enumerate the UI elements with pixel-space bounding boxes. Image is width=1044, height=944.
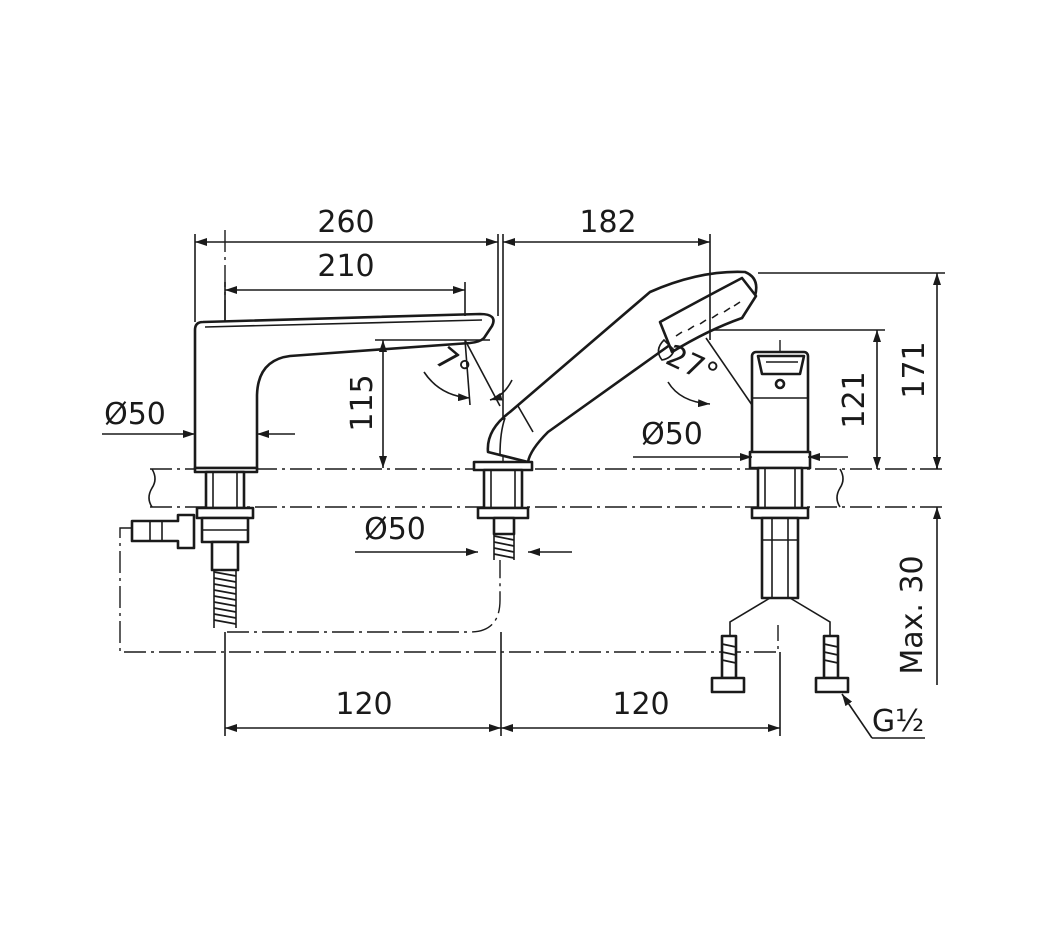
dimension-lines bbox=[102, 234, 945, 739]
label-dia-left: Ø50 bbox=[104, 397, 166, 432]
label-182: 182 bbox=[579, 205, 636, 240]
label-120-right: 120 bbox=[612, 687, 669, 722]
label-dia-middle: Ø50 bbox=[364, 512, 426, 547]
label-171: 171 bbox=[897, 341, 932, 398]
label-dia-right: Ø50 bbox=[641, 417, 703, 452]
label-210: 210 bbox=[317, 249, 374, 284]
spout bbox=[130, 312, 495, 628]
label-121: 121 bbox=[837, 371, 872, 428]
label-115: 115 bbox=[345, 374, 380, 431]
hand-shower bbox=[472, 270, 758, 560]
label-120-left: 120 bbox=[335, 687, 392, 722]
label-260: 260 bbox=[317, 205, 374, 240]
label-max-30: Max. 30 bbox=[895, 555, 930, 674]
mixer bbox=[710, 350, 850, 694]
label-thread: G½ bbox=[872, 704, 924, 739]
